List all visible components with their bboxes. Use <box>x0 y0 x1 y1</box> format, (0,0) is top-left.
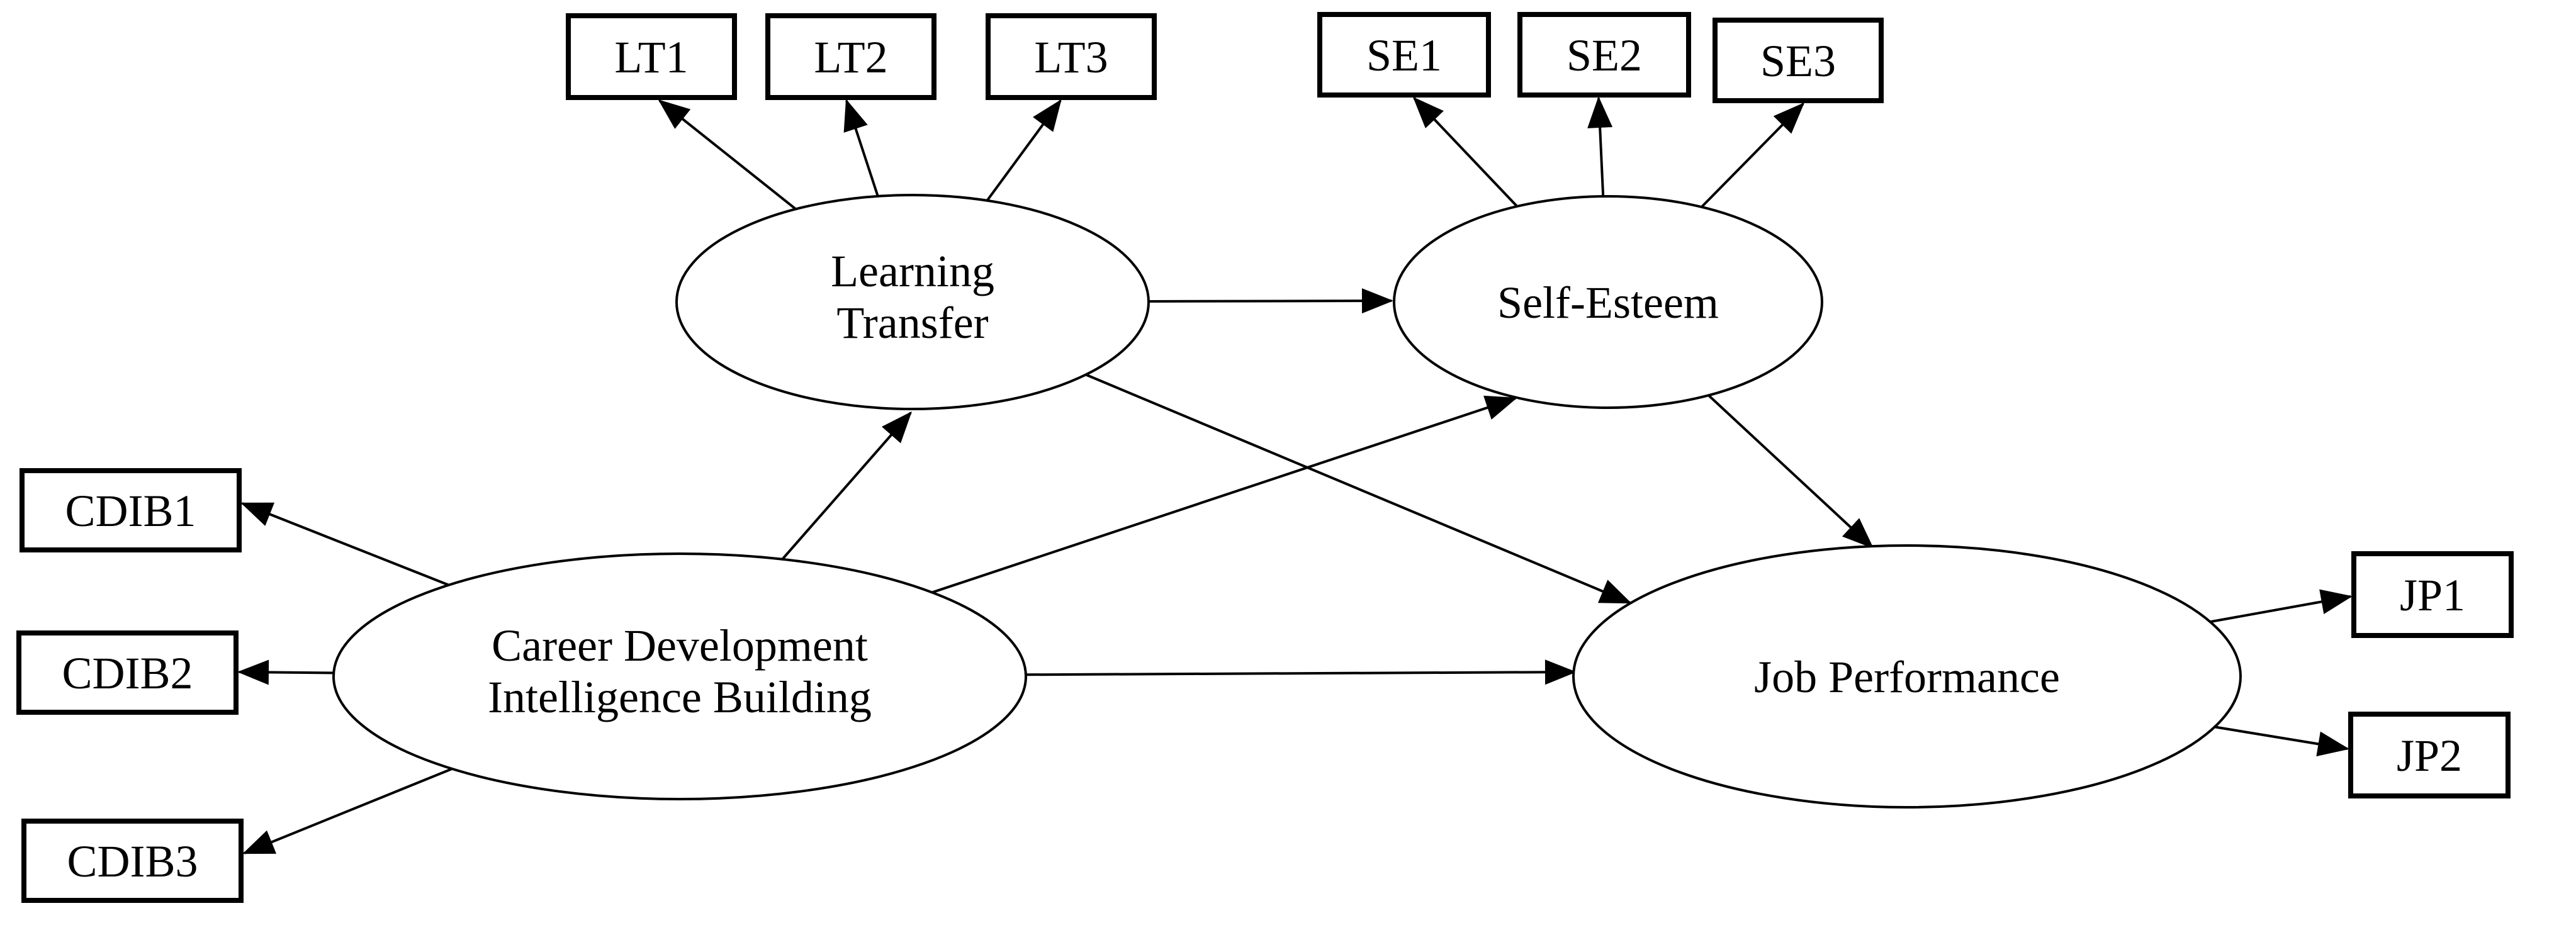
indicator-se2-box <box>1517 12 1691 98</box>
indicator-jp2: JP2 <box>2348 712 2511 798</box>
indicator-lt3-box <box>986 13 1157 100</box>
latent-self-esteem-label: Self-Esteem <box>1497 277 1719 328</box>
indicator-se2: SE2 <box>1517 12 1691 98</box>
indicator-se3-box <box>1713 18 1884 103</box>
indicator-cdib2-box <box>16 630 239 715</box>
indicator-cdib1: CDIB1 <box>20 468 242 552</box>
indicator-se1-label: SE1 <box>1366 30 1442 81</box>
indicator-se3-label: SE3 <box>1760 36 1836 86</box>
indicator-jp1: JP1 <box>2351 551 2514 638</box>
indicator-se3: SE3 <box>1713 18 1884 103</box>
latent-job-performance: Job Performance <box>1572 544 2242 809</box>
indicator-lt1-box <box>566 13 737 100</box>
latent-career-development-intelligence-building-ellipse <box>332 552 1027 800</box>
indicator-jp1-box <box>2351 551 2514 638</box>
latent-job-performance-ellipse <box>1572 544 2242 809</box>
indicator-cdib1-label: CDIB1 <box>65 486 196 536</box>
indicator-lt3: LT3 <box>986 13 1157 100</box>
indicator-se1-box <box>1317 12 1491 98</box>
indicator-cdib3: CDIB3 <box>21 819 244 903</box>
indicator-lt2-box <box>765 13 936 100</box>
indicator-lt2: LT2 <box>765 13 936 100</box>
indicator-cdib2: CDIB2 <box>16 630 239 715</box>
latent-self-esteem: Self-Esteem <box>1393 195 1823 409</box>
indicator-jp1-label: JP1 <box>2400 570 2465 620</box>
latent-learning-transfer-ellipse <box>675 194 1150 410</box>
indicator-cdib3-label: CDIB3 <box>67 836 198 887</box>
indicator-cdib1-box <box>20 468 242 552</box>
indicator-jp2-box <box>2348 712 2511 798</box>
latent-self-esteem-ellipse <box>1393 195 1823 409</box>
indicator-cdib3-box <box>21 819 244 903</box>
indicator-se2-label: SE2 <box>1566 30 1642 81</box>
indicator-lt3-label: LT3 <box>1034 32 1108 82</box>
indicator-lt2-label: LT2 <box>814 32 887 82</box>
latent-job-performance-label: Job Performance <box>1754 652 2060 702</box>
indicator-lt1-label: LT1 <box>614 32 688 82</box>
indicator-lt1: LT1 <box>566 13 737 100</box>
indicator-se1: SE1 <box>1317 12 1491 98</box>
indicator-jp2-label: JP2 <box>2397 731 2462 781</box>
indicator-cdib2-label: CDIB2 <box>62 648 193 698</box>
